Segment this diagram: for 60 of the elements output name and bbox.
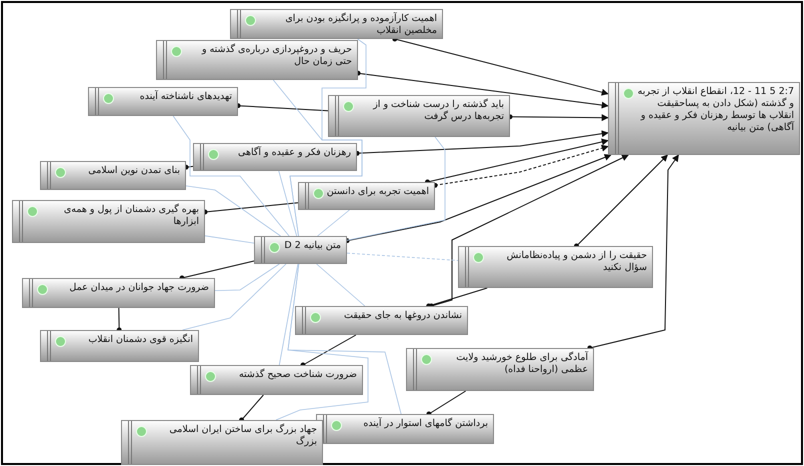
connector [426, 390, 466, 416]
note-box [88, 87, 238, 116]
note-text: 2:7 5 11 - 12، انقطاع انقلاب از تجربه و گذشته (شکل دادن به پساحقیقت انقلاب ها توسط رهزنان فکر و عقیده و آگاهی) متن بیانیه [636, 86, 794, 134]
connector [346, 136, 446, 241]
connector [587, 154, 679, 350]
connector [186, 186, 281, 236]
note-text: اهمیت تجربه برای دانستن [326, 186, 429, 198]
connector [278, 264, 298, 366]
note-text: حریف و دروغپردازی درباره‌ی گذشته و حتی زمان حال [200, 44, 352, 68]
connector [392, 36, 609, 96]
note-box [156, 40, 358, 80]
note-box [298, 182, 435, 210]
connector [276, 264, 368, 420]
note-text: ضرورت جهاد جوانان در میدان عمل [68, 282, 209, 294]
note-text: تهدیدهای ناشناخته آینده [138, 91, 232, 103]
connector [317, 210, 350, 236]
note-text: باید گذشته را درست شناخت و از تجربه‌ها درس گرفت [372, 99, 504, 123]
note-box [458, 246, 653, 288]
note-box [121, 420, 323, 465]
note-text: رهزنان فکر و عقیده و آگاهی [237, 147, 351, 159]
note-text: بهره گیری دشمنان از پول و همه‌ی ابزارها [62, 204, 199, 228]
note-text: انگیزه قوی دشمنان انقلاب [87, 334, 193, 346]
note-text: نشاندن دروغها به جای حقیقت [343, 310, 462, 322]
note-text: متن بیانیه D 2 [283, 240, 341, 252]
connector [182, 264, 286, 330]
note-text: اهمیت کارآزموده و پرانگیزه بودن برای مخلصین انقلاب [284, 13, 437, 37]
note-box [295, 306, 468, 335]
note-box [190, 365, 363, 395]
connector [574, 154, 668, 248]
note-box [12, 200, 205, 243]
note-box [254, 236, 347, 264]
note-box [230, 9, 443, 39]
connector [346, 252, 458, 261]
connector [300, 334, 356, 368]
connector [214, 264, 280, 291]
note-text: برداشتن گامهای استوار در آینده [362, 418, 488, 430]
connector [239, 394, 264, 422]
note-text: آمادگی برای طلوع خورشید ولایت عظمی (ارواحنا فداه) [455, 352, 588, 376]
connector [116, 308, 122, 332]
note-box [40, 330, 199, 362]
note-text: جهاد بزرگ برای ساختن ایران اسلامی بزرگ [168, 424, 317, 448]
note-box [193, 143, 357, 171]
note-box [316, 414, 494, 444]
connector [425, 138, 609, 184]
note-box [406, 348, 594, 391]
connector [426, 288, 488, 308]
note-text: ضرورت شناخت صحیح گذشته [238, 369, 357, 381]
connector [172, 116, 290, 236]
note-box [328, 95, 510, 137]
note-box [608, 82, 800, 155]
connector [272, 80, 362, 236]
connector [278, 170, 298, 236]
note-box [40, 161, 186, 190]
connector [316, 264, 366, 306]
connector [180, 260, 254, 280]
connector [428, 154, 629, 308]
note-text: حقیقت را از دشمن و پیاده‌نظامانش سؤال نکنید [506, 250, 647, 274]
note-text: بنای تمدن نوین اسلامی [87, 165, 180, 177]
note-box [22, 278, 215, 308]
connector [204, 235, 254, 244]
